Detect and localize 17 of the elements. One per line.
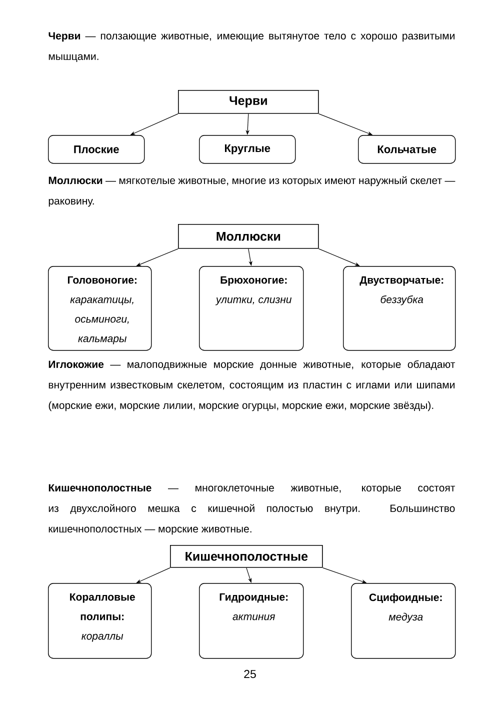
page-number: 25 [244, 670, 256, 678]
category-box: Головоногие: каракатицы, осьминоги, кальмары [48, 266, 152, 351]
category-box: Сцифоидные: медуза [351, 583, 456, 659]
category-box: Кольчатые [358, 135, 456, 164]
category-box: Коралловые полипы: кораллы [48, 583, 152, 659]
paragraph: Моллюски — мягкотелые животные, многие из которых имеют наружный скелет — раковину. [48, 176, 456, 207]
heading-box: Кишечнополостные [170, 545, 323, 568]
category-box: Круглые [199, 135, 296, 164]
paragraph: Кишечнополостные — многоклеточные животные, которые состоят из двухслойного мешка с кишечной полостью внутри. Большинство кишечнополостных — морские животные. [48, 484, 456, 535]
heading-box: Черви [178, 90, 319, 114]
category-box: Гидроидные: актиния [199, 583, 304, 659]
paragraph: Черви — ползающие животные, имеющие вытянутое тело с хорошо развитыми мышцами. [48, 32, 454, 62]
category-box: Двустворчатые: беззубка [343, 266, 456, 351]
paragraph: Иглокожие — малоподвижные морские донные животные, которые обладают внутренним известковым скелетом, состоящим из пластин с иглами или шипами (морские ежи, морские лилии, морские огурцы, морские ежи, морские звёзды). [48, 360, 456, 412]
heading-box: Моллюски [178, 224, 319, 249]
category-box: Брюхоногие: улитки, слизни [199, 266, 304, 351]
category-box: Плоские [48, 135, 145, 164]
